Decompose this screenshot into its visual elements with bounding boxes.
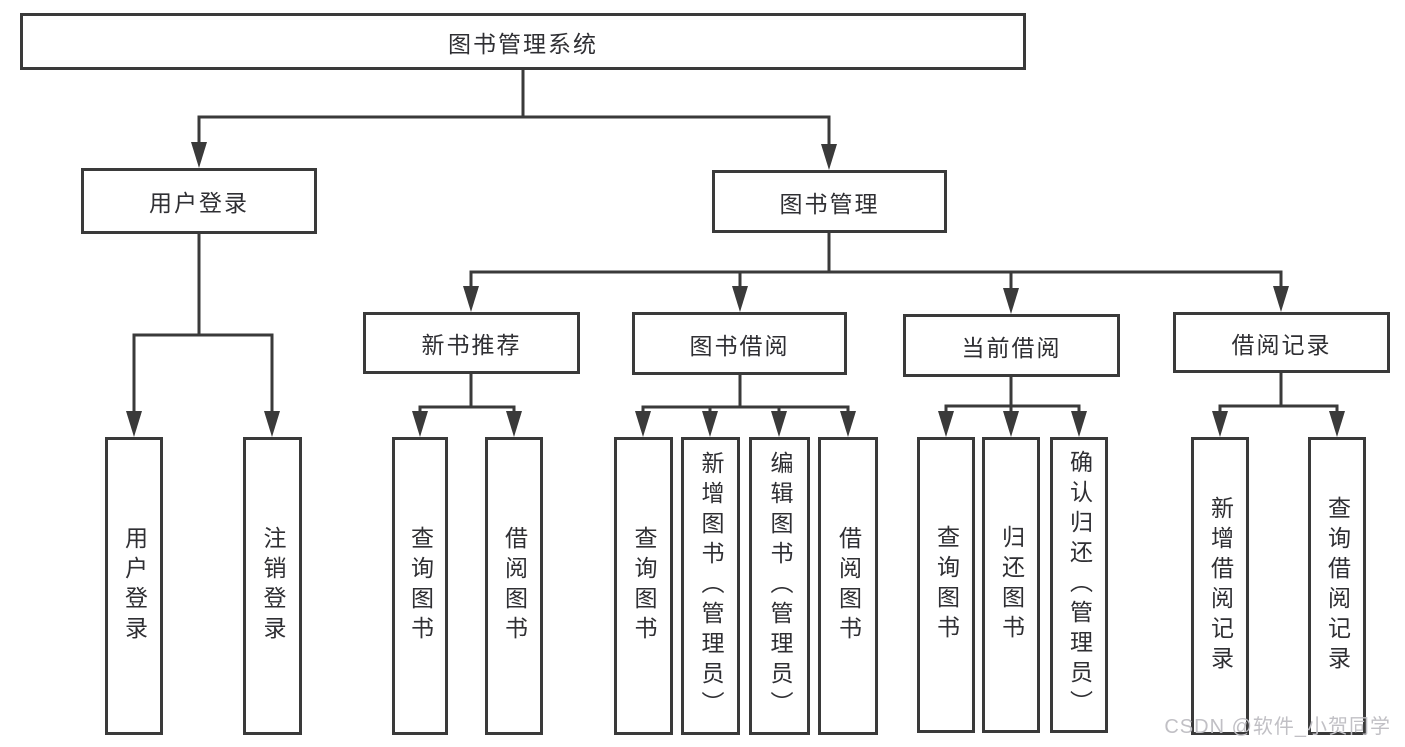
arrowhead-icon-book-borrowing-fork-0	[635, 411, 651, 437]
arrowhead-icon-user-login-fork-0	[126, 411, 142, 437]
node-confirm-return-admin: 确认归还（管理员）	[1050, 437, 1108, 733]
watermark: CSDN @软件_小贺同学	[1164, 716, 1391, 738]
arrowhead-icon-current-borrowing-fork-2	[1071, 411, 1087, 437]
node-label-add-borrow-record: 新增借阅记录	[1207, 496, 1234, 676]
arrowhead-icon-book-management-fork-3	[1273, 286, 1289, 312]
edge-bar-new-book-fork	[418, 405, 516, 417]
node-label-return-books: 归还图书	[998, 525, 1025, 645]
arrowhead-icon-root-fork-0	[191, 142, 207, 168]
arrowhead-icon-root-fork-1	[821, 144, 837, 170]
node-label-borrowing-records: 借阅记录	[1231, 331, 1332, 358]
arrowhead-icon-current-borrowing-fork-1	[1003, 411, 1019, 437]
edge-bar-book-management-fork	[469, 270, 1283, 292]
node-label-user-login-group: 用户登录	[149, 190, 249, 216]
node-label-logout: 注销登录	[260, 526, 286, 646]
node-book-management: 图书管理	[712, 170, 947, 233]
node-label-confirm-return-admin: 确认归还（管理员）	[1066, 450, 1093, 720]
node-book-borrowing: 图书借阅	[632, 312, 847, 375]
node-new-book-recommend: 新书推荐	[363, 312, 580, 374]
node-query-borrow-record: 查询借阅记录	[1308, 437, 1366, 735]
node-user-login: 用户登录	[105, 437, 163, 735]
node-label-book-management: 图书管理	[779, 190, 880, 217]
node-query-books-3: 查询图书	[917, 437, 975, 733]
node-label-edit-books-admin: 编辑图书（管理员）	[767, 451, 793, 721]
arrowhead-icon-new-book-fork-1	[506, 411, 522, 437]
arrowhead-icon-book-management-fork-1	[732, 286, 748, 312]
arrowhead-icon-current-borrowing-fork-0	[938, 411, 954, 437]
node-add-books-admin: 新增图书（管理员）	[681, 437, 740, 735]
node-label-add-books-admin: 新增图书（管理员）	[698, 451, 724, 721]
node-label-query-books-3: 查询图书	[933, 525, 960, 645]
edge-bar-root-fork	[197, 115, 831, 150]
node-root: 图书管理系统	[20, 13, 1026, 70]
node-label-query-borrow-record: 查询借阅记录	[1324, 496, 1351, 676]
node-label-user-login: 用户登录	[121, 526, 148, 646]
node-label-current-borrowing: 当前借阅	[961, 334, 1062, 361]
node-label-new-book-recommend: 新书推荐	[421, 332, 522, 358]
arrowhead-icon-borrowing-records-fork-1	[1329, 411, 1345, 437]
node-borrow-books-2: 借阅图书	[818, 437, 878, 735]
node-edit-books-admin: 编辑图书（管理员）	[749, 437, 810, 735]
arrowhead-icon-book-borrowing-fork-2	[771, 411, 787, 437]
edge-bar-user-login-fork	[132, 333, 274, 417]
arrowhead-icon-new-book-fork-0	[412, 411, 428, 437]
node-return-books: 归还图书	[982, 437, 1040, 733]
edge-bar-book-borrowing-fork	[641, 405, 850, 417]
node-query-books-2: 查询图书	[614, 437, 673, 735]
arrowhead-icon-book-borrowing-fork-1	[702, 411, 718, 437]
node-label-book-borrowing: 图书借阅	[689, 332, 790, 359]
arrowhead-icon-book-borrowing-fork-3	[840, 411, 856, 437]
arrowhead-icon-book-management-fork-2	[1003, 288, 1019, 314]
node-label-root: 图书管理系统	[448, 30, 598, 57]
edge-bar-borrowing-records-fork	[1218, 404, 1339, 417]
node-user-login-group: 用户登录	[81, 168, 317, 234]
node-label-query-books-1: 查询图书	[407, 526, 434, 646]
node-current-borrowing: 当前借阅	[903, 314, 1120, 377]
node-borrow-books-1: 借阅图书	[485, 437, 543, 735]
node-label-borrow-books-1: 借阅图书	[501, 526, 528, 646]
node-label-borrow-books-2: 借阅图书	[835, 526, 862, 646]
node-query-books-1: 查询图书	[392, 437, 448, 735]
arrowhead-icon-borrowing-records-fork-0	[1212, 411, 1228, 437]
node-add-borrow-record: 新增借阅记录	[1191, 437, 1249, 735]
node-logout: 注销登录	[243, 437, 302, 735]
arrowhead-icon-user-login-fork-1	[264, 411, 280, 437]
node-borrowing-records: 借阅记录	[1173, 312, 1390, 373]
arrowhead-icon-book-management-fork-0	[463, 286, 479, 312]
node-label-query-books-2: 查询图书	[631, 526, 657, 646]
